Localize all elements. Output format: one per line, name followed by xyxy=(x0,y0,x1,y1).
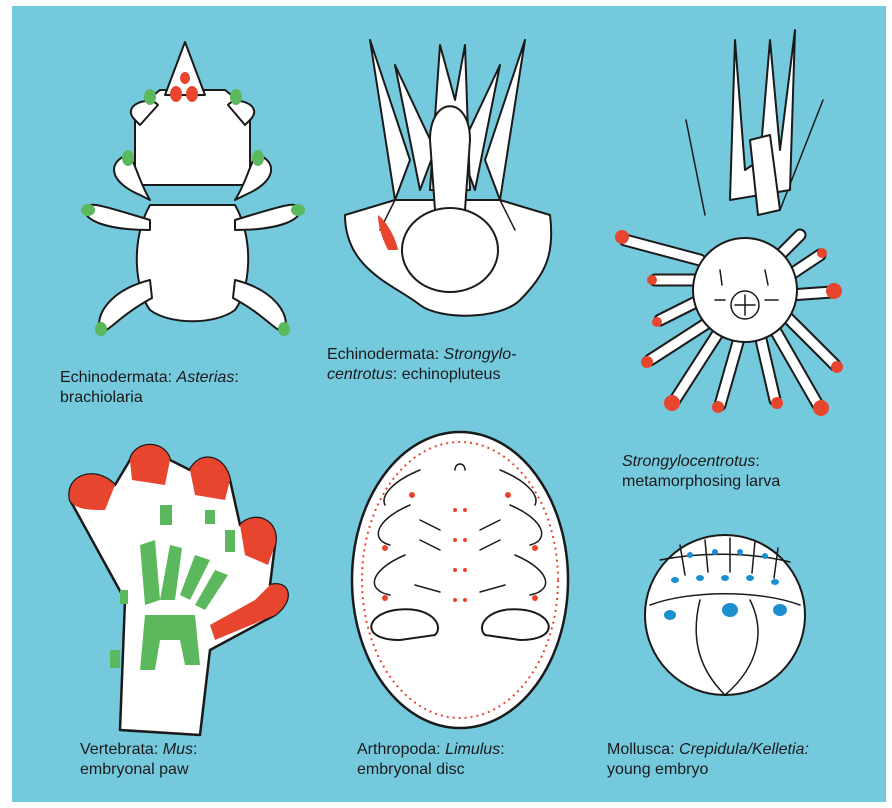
caption-phylum: Vertebrata: xyxy=(80,741,158,758)
caption-punct: : xyxy=(193,741,197,758)
caption-strongylocentrotus-echinopluteus: Echinodermata: Strongylo- centrotus: ech… xyxy=(327,345,516,385)
caption-phylum: Mollusca: xyxy=(607,741,675,758)
caption-description: young embryo xyxy=(607,761,708,778)
metamorphosing-larva-drawing xyxy=(615,30,843,416)
echinopluteus-larva-drawing xyxy=(345,40,551,316)
caption-genus: Mus xyxy=(163,741,193,758)
brachiolaria-larva-drawing xyxy=(81,42,305,336)
caption-punct: : xyxy=(755,453,759,470)
caption-description: brachiolaria xyxy=(60,389,143,406)
caption-description: embryonal disc xyxy=(357,761,465,778)
caption-genus: Strongylo- xyxy=(444,346,517,363)
caption-crepidula: Mollusca: Crepidula/Kelletia: young embr… xyxy=(607,740,809,780)
embryonal-disc-drawing xyxy=(352,432,568,728)
embryonal-paw-drawing xyxy=(69,445,287,735)
caption-phylum: Arthropoda: xyxy=(357,741,441,758)
caption-genus: Limulus xyxy=(445,741,500,758)
caption-limulus: Arthropoda: Limulus: embryonal disc xyxy=(357,740,505,780)
caption-phylum: Echinodermata: xyxy=(60,369,172,386)
caption-genus: Strongylocentrotus xyxy=(622,453,755,470)
caption-phylum: Echinodermata: xyxy=(327,346,439,363)
caption-description: : echinopluteus xyxy=(393,366,501,383)
caption-genus: Asterias xyxy=(177,369,235,386)
caption-asterias: Echinodermata: Asterias: brachiolaria xyxy=(60,368,239,408)
caption-punct: : xyxy=(500,741,504,758)
caption-punct: : xyxy=(234,369,238,386)
caption-genus: Crepidula/Kelletia: xyxy=(679,741,809,758)
caption-mus: Vertebrata: Mus: embryonal paw xyxy=(80,740,197,780)
young-embryo-drawing xyxy=(645,535,805,695)
caption-description: embryonal paw xyxy=(80,761,189,778)
caption-genus-continued: centrotus xyxy=(327,366,393,383)
caption-strongylocentrotus-metamorphosing: Strongylocentrotus: metamorphosing larva xyxy=(622,452,780,492)
caption-description: metamorphosing larva xyxy=(622,473,780,490)
